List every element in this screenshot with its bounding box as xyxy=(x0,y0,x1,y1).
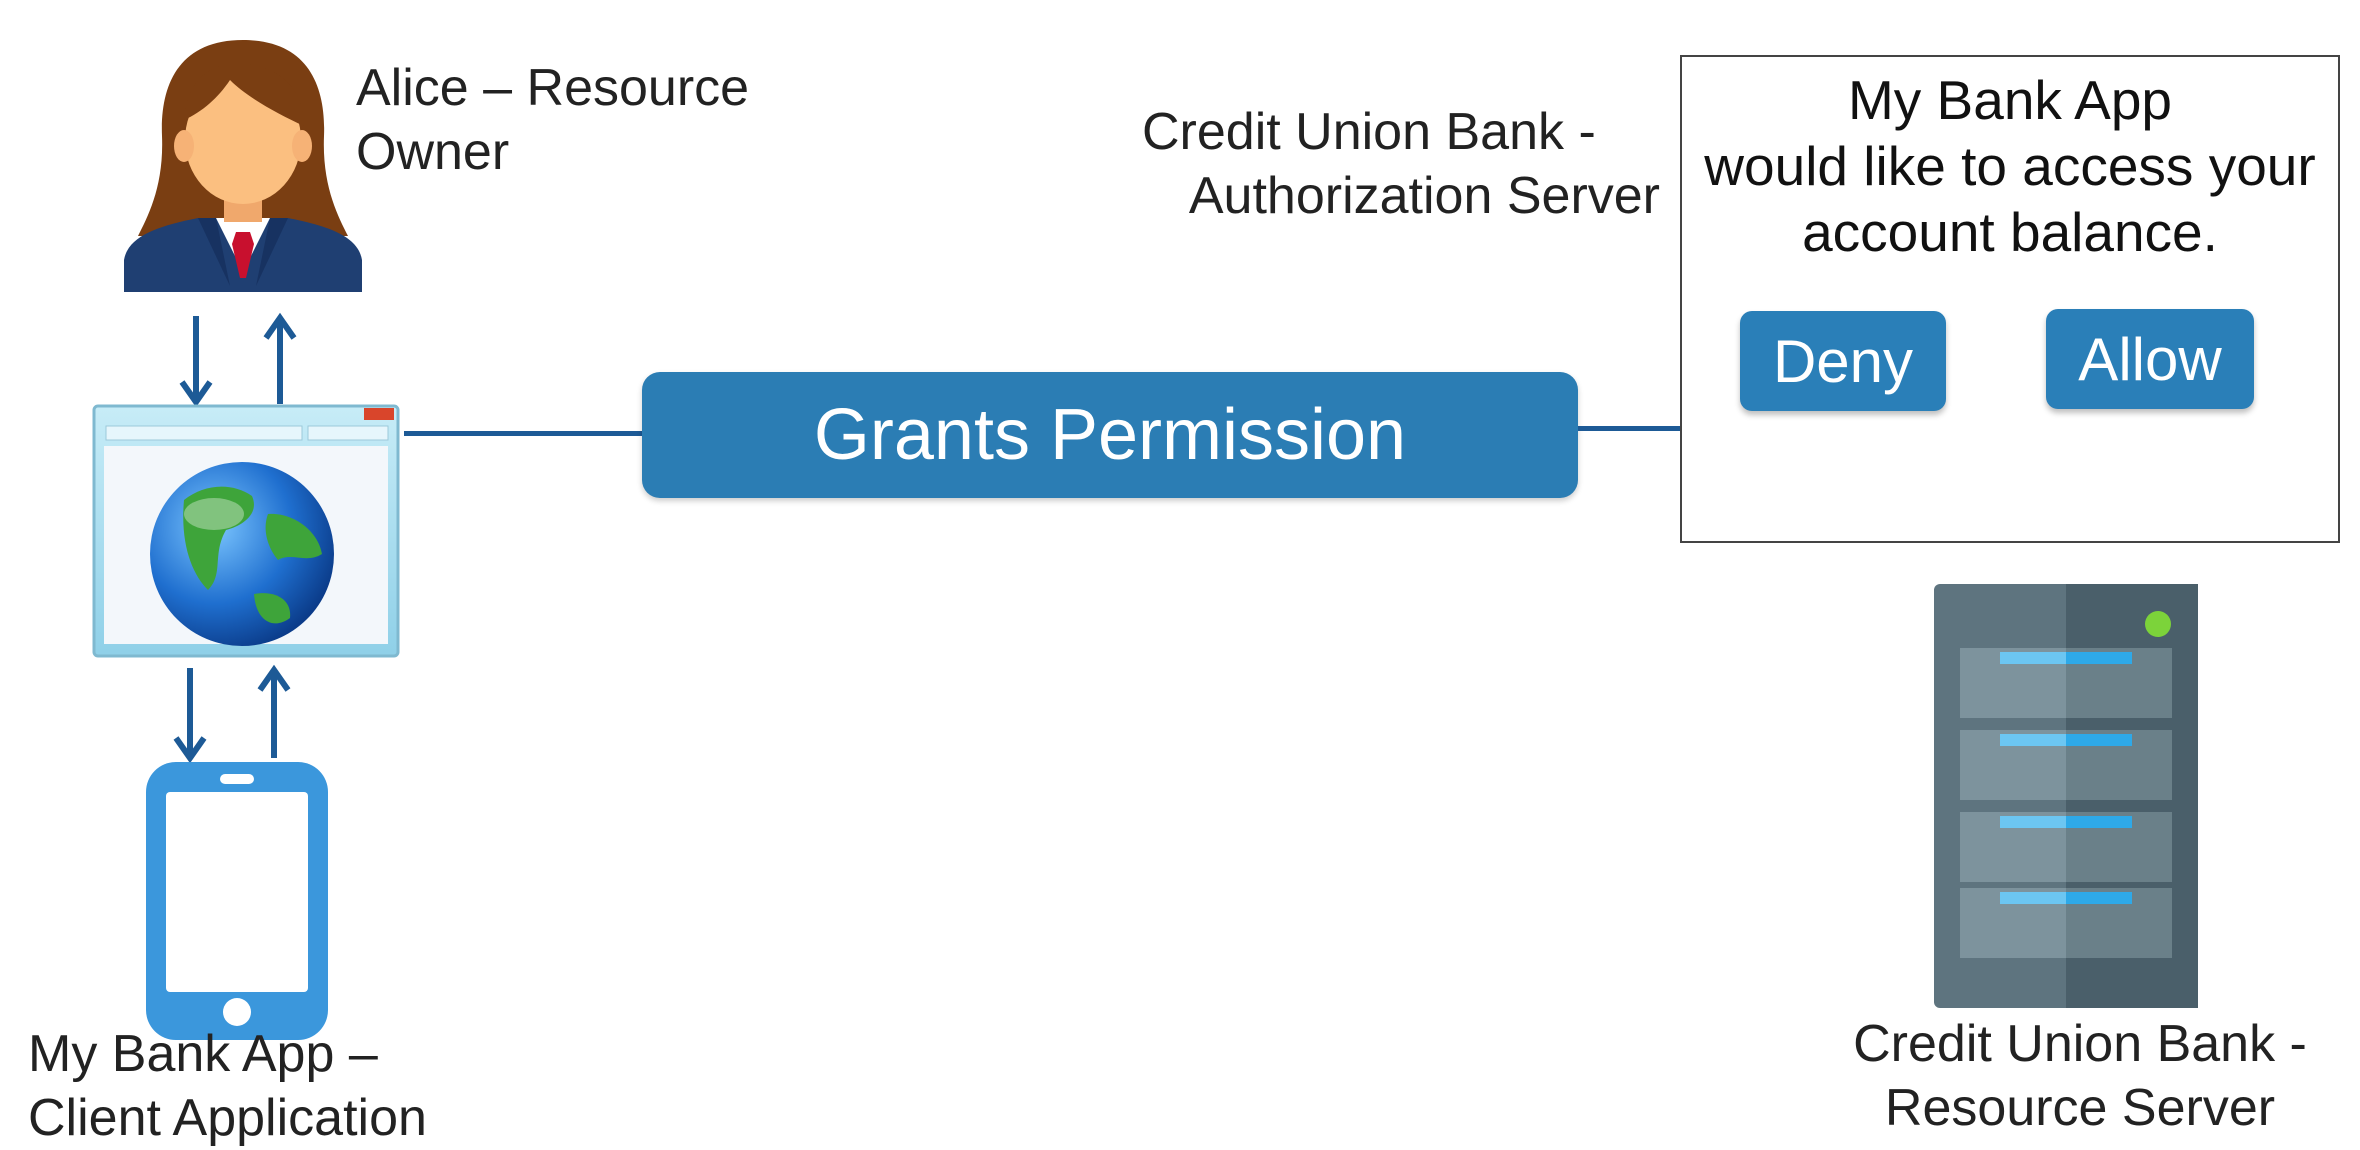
allow-button[interactable]: Allow xyxy=(2046,309,2254,409)
resource-owner-label: Alice – Resource Owner xyxy=(356,59,750,181)
consent-message: My Bank App would like to access your ac… xyxy=(1704,69,2316,263)
smartphone-icon xyxy=(146,762,328,1040)
server-rack-icon xyxy=(1934,584,2198,1008)
businesswoman-icon xyxy=(124,40,362,292)
client-application-label: My Bank App – Client Application xyxy=(28,1025,427,1147)
connector-line-right xyxy=(1578,426,1680,431)
resource-server-label: Credit Union Bank - Resource Server xyxy=(1853,1015,2307,1137)
deny-button[interactable]: Deny xyxy=(1740,311,1946,411)
owner-browser-arrows xyxy=(179,312,297,408)
connector-line-left xyxy=(404,431,644,436)
browser-globe-icon xyxy=(92,404,400,658)
consent-dialog: My Bank App would like to access your ac… xyxy=(1680,55,2340,543)
authorization-server-label: Credit Union Bank - Authorization Server xyxy=(1142,103,1660,225)
grants-permission-banner: Grants Permission xyxy=(642,372,1578,498)
browser-phone-arrows xyxy=(173,664,291,764)
